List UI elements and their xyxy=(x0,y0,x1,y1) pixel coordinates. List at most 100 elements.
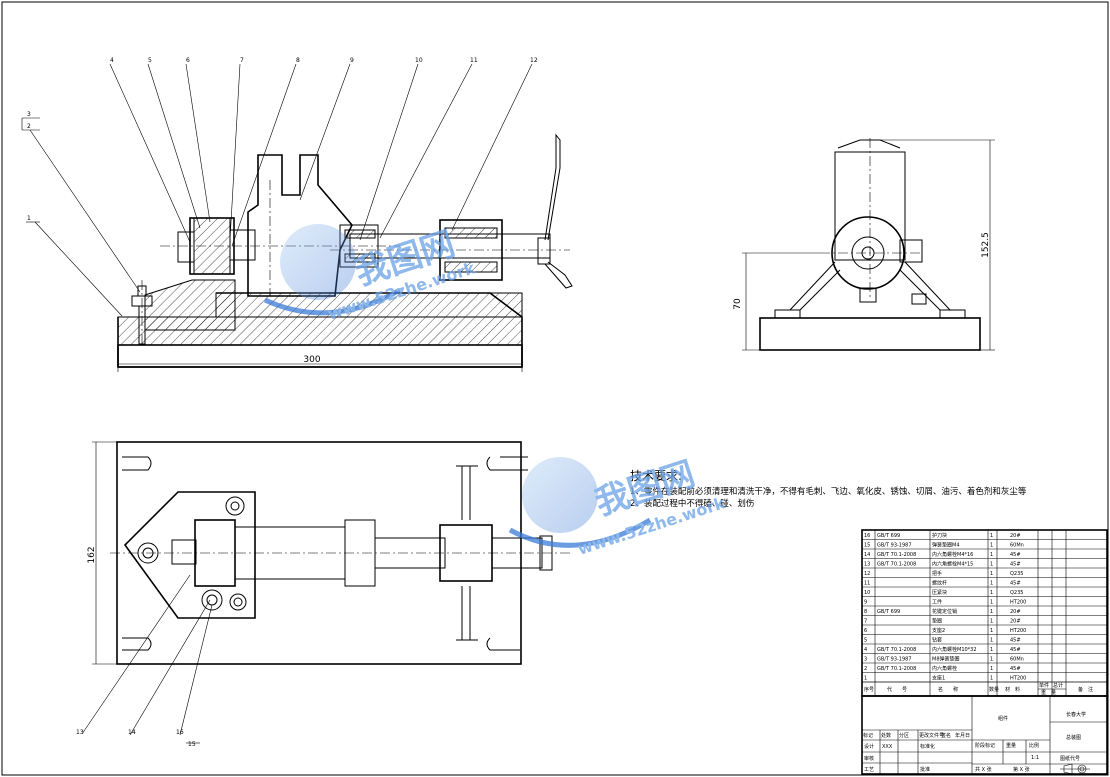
balloon-16: 16 xyxy=(176,729,184,736)
bom-header-single: 单件 xyxy=(1039,682,1049,689)
tb-sign: 签名 xyxy=(941,732,951,739)
bom-header-code: 代 号 xyxy=(887,686,907,693)
bom-cell-code: GB/T 699 xyxy=(877,533,900,539)
bom-cell-qty: 1 xyxy=(990,543,993,549)
bom-cell-qty: 1 xyxy=(990,552,993,558)
bom-cell-code: GB/T 70.1-2008 xyxy=(877,562,916,568)
balloon-1: 1 xyxy=(27,215,31,222)
tb-code-label: 图纸代号 xyxy=(1060,755,1080,762)
bom-header-material: 材 料 xyxy=(1005,686,1020,693)
bom-cell-qty: 1 xyxy=(990,562,993,568)
bom-cell-name: 内六角螺栓M4*15 xyxy=(932,561,973,568)
bom-cell-no: 8 xyxy=(864,609,867,615)
bom-cell-code: GB/T 70.1-2008 xyxy=(877,552,916,558)
tb-drawing-name: 组件 xyxy=(998,715,1008,722)
bom-cell-name: 内六角螺栓 xyxy=(932,665,957,672)
balloon-4: 4 xyxy=(110,57,114,64)
balloon-11: 11 xyxy=(470,57,478,64)
balloon-9: 9 xyxy=(350,57,354,64)
tb-scale: 1:1 xyxy=(1031,755,1039,761)
bom-cell-material: 45# xyxy=(1010,638,1021,644)
tb-weight: 重量 xyxy=(1006,742,1016,749)
tb-zone: 分区 xyxy=(899,732,909,739)
bom-cell-qty: 1 xyxy=(990,590,993,596)
bom-cell-qty: 1 xyxy=(990,638,993,644)
bom-cell-material: HT200 xyxy=(1010,676,1026,682)
tb-design: 设计 xyxy=(864,743,874,750)
bom-cell-material: 20# xyxy=(1010,533,1021,539)
bom-cell-no: 5 xyxy=(864,638,867,644)
bom-cell-no: 14 xyxy=(864,552,870,558)
bom-cell-qty: 1 xyxy=(990,600,993,606)
watermark-2: 我图网 www.52zhe.work xyxy=(508,454,728,559)
balloon-12: 12 xyxy=(530,57,538,64)
tb-sheets-total: 共 X 张 xyxy=(975,766,992,773)
bom-cell-material: HT200 xyxy=(1010,628,1026,634)
bom-cell-no: 4 xyxy=(864,647,867,653)
bom-cell-material: 60Mn xyxy=(1010,657,1024,663)
watermark-globe-icon-2 xyxy=(508,457,652,548)
bom-cell-no: 3 xyxy=(864,657,867,663)
bom-cell-no: 6 xyxy=(864,628,867,634)
bom-cell-material: 20# xyxy=(1010,609,1021,615)
bom-cell-no: 9 xyxy=(864,600,867,606)
balloon-3: 3 xyxy=(27,111,31,118)
bom-header-total: 总计 xyxy=(1053,682,1063,689)
bom-cell-qty: 1 xyxy=(990,647,993,653)
bom-cell-qty: 1 xyxy=(990,533,993,539)
bom-cell-no: 10 xyxy=(864,590,870,596)
bom-cell-qty: 1 xyxy=(990,676,993,682)
bom-cell-name: 内六角螺栓M10*32 xyxy=(932,646,977,653)
tb-check: 审核 xyxy=(864,755,874,762)
bom-cell-qty: 1 xyxy=(990,571,993,577)
bom-cell-material: Q235 xyxy=(1010,571,1023,577)
bom-header-name: 名 称 xyxy=(938,686,958,693)
bom-cell-name: 工件 xyxy=(932,599,942,606)
balloon-10: 10 xyxy=(415,57,423,64)
tb-stage: 阶段标记 xyxy=(975,742,995,749)
balloon-7: 7 xyxy=(240,57,244,64)
tech-requirements: 技术要求: 1、零件在装配前必须清理和清洗干净，不得有毛刺、飞边、氧化皮、锈蚀、… xyxy=(630,469,1027,509)
balloon-13: 13 xyxy=(76,729,84,736)
tb-designer: XXX xyxy=(882,744,893,750)
tb-date: 年月日 xyxy=(955,732,970,739)
bom-header-weight: 重 量 xyxy=(1041,689,1056,696)
tech-item-1: 1、零件在装配前必须清理和清洗干净，不得有毛刺、飞边、氧化皮、锈蚀、切屑、油污、… xyxy=(630,486,1027,497)
balloon-2: 2 xyxy=(27,123,31,130)
dim-height-70: 70 xyxy=(733,298,743,310)
bom-cell-code: GB/T 93-1987 xyxy=(877,657,912,663)
tb-count: 处数 xyxy=(881,732,891,739)
bom-cell-name: M8弹簧垫圈 xyxy=(932,656,960,663)
tech-title: 技术要求: xyxy=(630,469,682,483)
balloon-5: 5 xyxy=(148,57,152,64)
tb-process: 工艺 xyxy=(864,767,874,773)
bom-cell-material: Q235 xyxy=(1010,590,1023,596)
bom-cell-no: 16 xyxy=(864,533,870,539)
bom-cell-name: 把手 xyxy=(932,570,942,577)
bom-cell-material: 20# xyxy=(1010,619,1021,625)
bom-cell-name: 支座1 xyxy=(932,675,945,682)
bom-cell-qty: 1 xyxy=(990,657,993,663)
bom-cell-material: 45# xyxy=(1010,666,1021,672)
tb-scale-label: 比例 xyxy=(1029,742,1039,749)
bom-header-no: 序号 xyxy=(864,686,874,693)
tb-school: 长春大学 xyxy=(1066,711,1086,718)
top-view: 162 13 14 16 15 xyxy=(76,441,570,748)
bom-cell-code: GB/T 70.1-2008 xyxy=(877,647,916,653)
bom-cell-no: 15 xyxy=(864,543,870,549)
tb-sheet-no: 第 X 张 xyxy=(1013,766,1030,773)
front-view: 300 4 5 6 7 8 9 10 11 12 3 2 1 xyxy=(21,57,573,372)
bom-cell-material: 60Mn xyxy=(1010,543,1024,549)
bom-cell-name: 支座2 xyxy=(932,627,945,634)
balloon-6: 6 xyxy=(186,57,190,64)
bom-cell-material: 45# xyxy=(1010,562,1021,568)
bom-cell-material: 45# xyxy=(1010,581,1021,587)
bom-cell-name: 护刀块 xyxy=(932,532,947,539)
bom-cell-name: 压紧块 xyxy=(932,589,947,596)
dim-width-162: 162 xyxy=(87,546,97,563)
bom-cell-name: 内六角螺栓M4*16 xyxy=(932,551,973,558)
balloon-8: 8 xyxy=(296,57,300,64)
